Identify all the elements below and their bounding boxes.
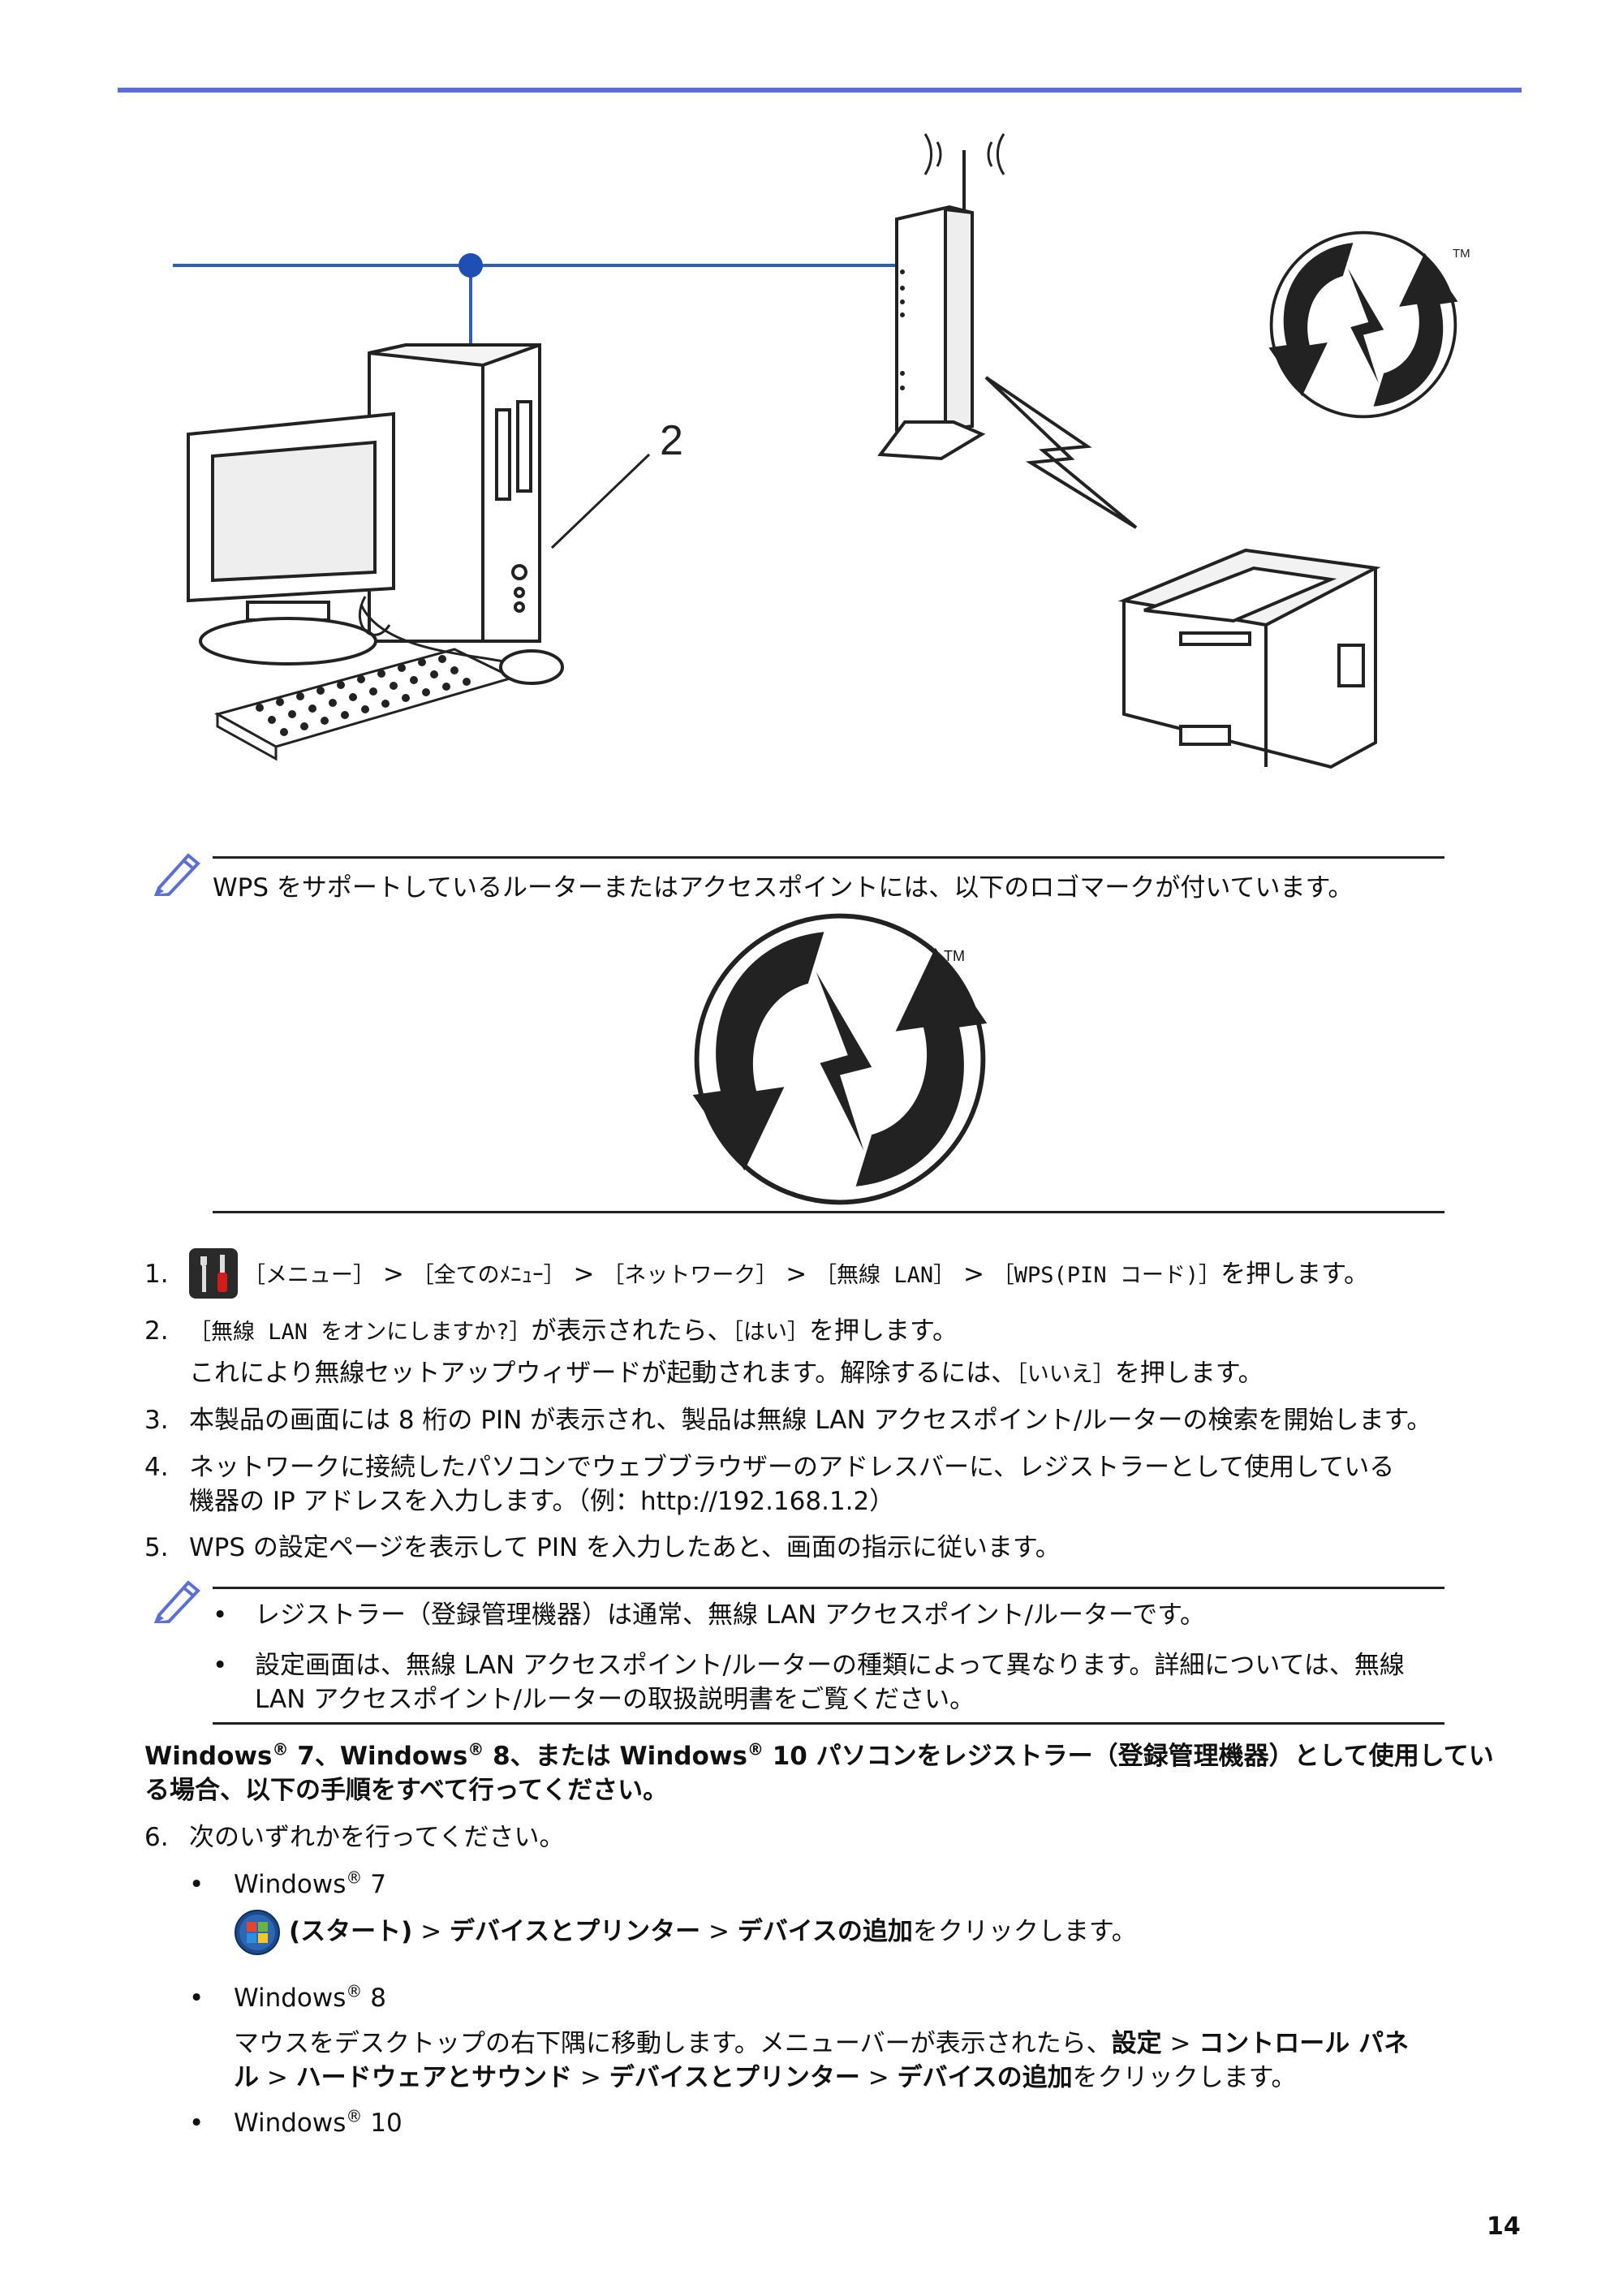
step5-text: WPS の設定ページを表示して PIN を入力したあと、画面の指示に従います。 <box>189 1533 1061 1562</box>
wireless-link-icon <box>984 376 1138 529</box>
settings-label: 設定 <box>1111 2029 1162 2058</box>
wps-pin-label: ［WPS(PIN コード)］ <box>992 1263 1221 1288</box>
settings-tools-icon <box>189 1248 238 1299</box>
note-rule-bottom <box>213 1722 1444 1725</box>
wps-logo-tm: TM <box>944 948 965 964</box>
hardware-sound-label: ハードウェアとサウンド <box>295 2063 573 2092</box>
step-number: 4. <box>144 1453 169 1482</box>
note-bullet: • <box>213 1651 228 1680</box>
step1-text: ［メニュー］ > ［全てのﾒﾆｭｰ］ > ［ネットワーク］ > ［無線 LAN］… <box>243 1260 1369 1289</box>
note-rule-top <box>213 1587 1444 1589</box>
computer-tower-icon <box>368 343 541 643</box>
printer-icon <box>1117 548 1381 769</box>
note-bullet: • <box>213 1600 228 1630</box>
step6-text: 次のいずれかを行ってください。 <box>189 1823 565 1852</box>
keyboard-icon <box>214 648 517 761</box>
step3-text: 本製品の画面には 8 桁の PIN が表示され、製品は無線 LAN アクセスポイ… <box>189 1406 1432 1435</box>
monitor-icon <box>187 411 395 666</box>
menu-label: ［メニュー］ <box>243 1263 375 1288</box>
wps-logo-icon <box>1268 230 1458 419</box>
windows8-instruction-line1: マウスをデスクトップの右下隅に移動します。メニューバーが表示されたら、設定 > … <box>234 2029 1410 2058</box>
windows7-label: Windows® 7 <box>234 1867 386 1899</box>
wifi-signal-icon <box>923 133 1005 175</box>
step-number: 3. <box>144 1406 169 1435</box>
control-panel-label: コントロール パネ <box>1199 2029 1410 2058</box>
add-device-label: デバイスの追加 <box>737 1917 913 1946</box>
network-diagram: TM 2 <box>173 133 1470 769</box>
network-label: ［ネットワーク］ <box>602 1263 778 1288</box>
note-wps-logo-text: WPS をサポートしているルーターまたはアクセスポイントには、以下のロゴマークが… <box>213 873 1354 902</box>
note2-bullet2-line1: 設定画面は、無線 LAN アクセスポイント/ルーターの種類によって異なります。詳… <box>255 1651 1405 1680</box>
step-number: 6. <box>144 1823 169 1852</box>
pencil-note-icon <box>153 1580 200 1623</box>
callout-leader-line <box>550 453 651 549</box>
add-device-label: デバイスの追加 <box>897 2063 1073 2092</box>
yes-label: ［はい］ <box>732 1320 810 1345</box>
step-number: 5. <box>144 1533 169 1562</box>
callout-number: 2 <box>660 417 683 464</box>
windows8-instruction-line2: ル > ハードウェアとサウンド > デバイスとプリンター > デバイスの追加をク… <box>234 2063 1297 2092</box>
router-icon <box>877 150 986 461</box>
note-rule-bottom <box>213 1211 1444 1213</box>
note2-bullet2-line2: LAN アクセスポイント/ルーターの取扱説明書をご覧ください。 <box>255 1685 975 1714</box>
windows-registrar-heading-line1: Windows® 7、Windows® 8、または Windows® 10 パソ… <box>144 1739 1494 1771</box>
windows-start-icon <box>235 1910 280 1955</box>
wps-logo-large-icon <box>692 913 988 1205</box>
start-label: (スタート) <box>289 1917 413 1946</box>
mouse-icon <box>499 649 564 685</box>
step-number: 1. <box>144 1260 169 1289</box>
windows8-label: Windows® 8 <box>234 1981 386 2013</box>
bullet: • <box>189 1870 204 1899</box>
no-label: ［いいえ］ <box>1016 1362 1115 1387</box>
step4-text-line2: 機器の IP アドレスを入力します。（例：http://192.168.1.2） <box>189 1487 895 1516</box>
header-accent-bar <box>118 88 1522 93</box>
bullet: • <box>189 1984 204 2013</box>
note2-bullet1: レジストラー（登録管理機器）は通常、無線 LAN アクセスポイント/ルーターです… <box>255 1600 1206 1630</box>
windows-registrar-heading-line2: る場合、以下の手順をすべて行ってください。 <box>144 1776 669 1805</box>
bullet: • <box>189 2109 204 2138</box>
note-rule-top <box>213 856 1444 859</box>
wlan-on-prompt: ［無線 LAN をオンにしますか?］ <box>189 1320 532 1345</box>
step4-text-line1: ネットワークに接続したパソコンでウェブブラウザーのアドレスバーに、レジストラーと… <box>189 1453 1395 1482</box>
step2-subtext: これにより無線セットアップウィザードが起動されます。解除するには、［いいえ］を押… <box>189 1359 1264 1388</box>
network-node <box>458 253 483 278</box>
step-number: 2. <box>144 1316 169 1346</box>
windows7-instruction: (スタート) > デバイスとプリンター > デバイスの追加をクリックします。 <box>289 1917 1137 1946</box>
devices-printers-label: デバイスとプリンター <box>450 1917 701 1946</box>
devices-printers-label: デバイスとプリンター <box>609 2063 860 2092</box>
all-menu-label: ［全てのﾒﾆｭｰ］ <box>411 1263 566 1288</box>
wps-tm-mark: TM <box>1453 247 1470 261</box>
page-number: 14 <box>1487 2212 1521 2241</box>
windows10-label: Windows® 10 <box>234 2106 403 2138</box>
step2-text: ［無線 LAN をオンにしますか?］が表示されたら、［はい］を押します。 <box>189 1316 958 1346</box>
wlan-label: ［無線 LAN］ <box>815 1263 956 1288</box>
pencil-note-icon <box>153 853 200 896</box>
